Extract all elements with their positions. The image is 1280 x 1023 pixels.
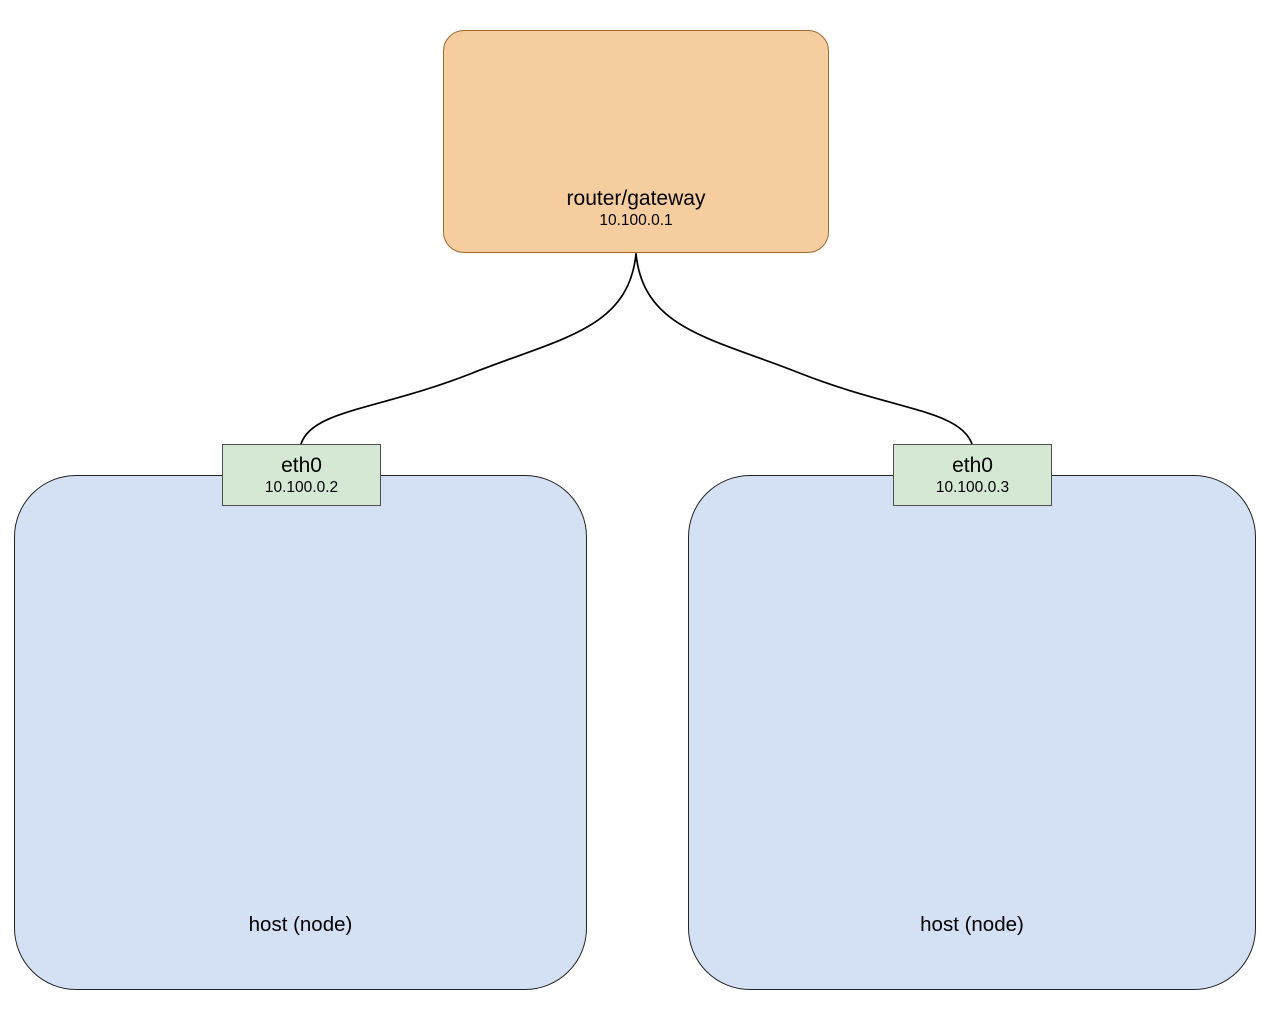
node-host-right[interactable]: host (node) [688,475,1256,990]
node-interface-eth0-right[interactable]: eth0 10.100.0.3 [893,444,1052,506]
edge-router-to-eth0-left [300,253,637,445]
edge-router-to-eth0-right [635,253,973,445]
node-host-left[interactable]: host (node) [14,475,587,990]
interface-right-label: eth0 [952,453,993,477]
host-left-label: host (node) [248,913,353,936]
node-interface-eth0-left[interactable]: eth0 10.100.0.2 [222,444,381,506]
interface-left-ip-address: 10.100.0.2 [264,478,339,496]
interface-left-label: eth0 [281,453,322,477]
node-router-gateway[interactable]: router/gateway 10.100.0.1 [443,30,829,253]
interface-right-ip-address: 10.100.0.3 [935,478,1010,496]
router-ip-address: 10.100.0.1 [599,212,673,229]
host-right-label: host (node) [920,913,1024,936]
router-label: router/gateway [566,187,706,210]
